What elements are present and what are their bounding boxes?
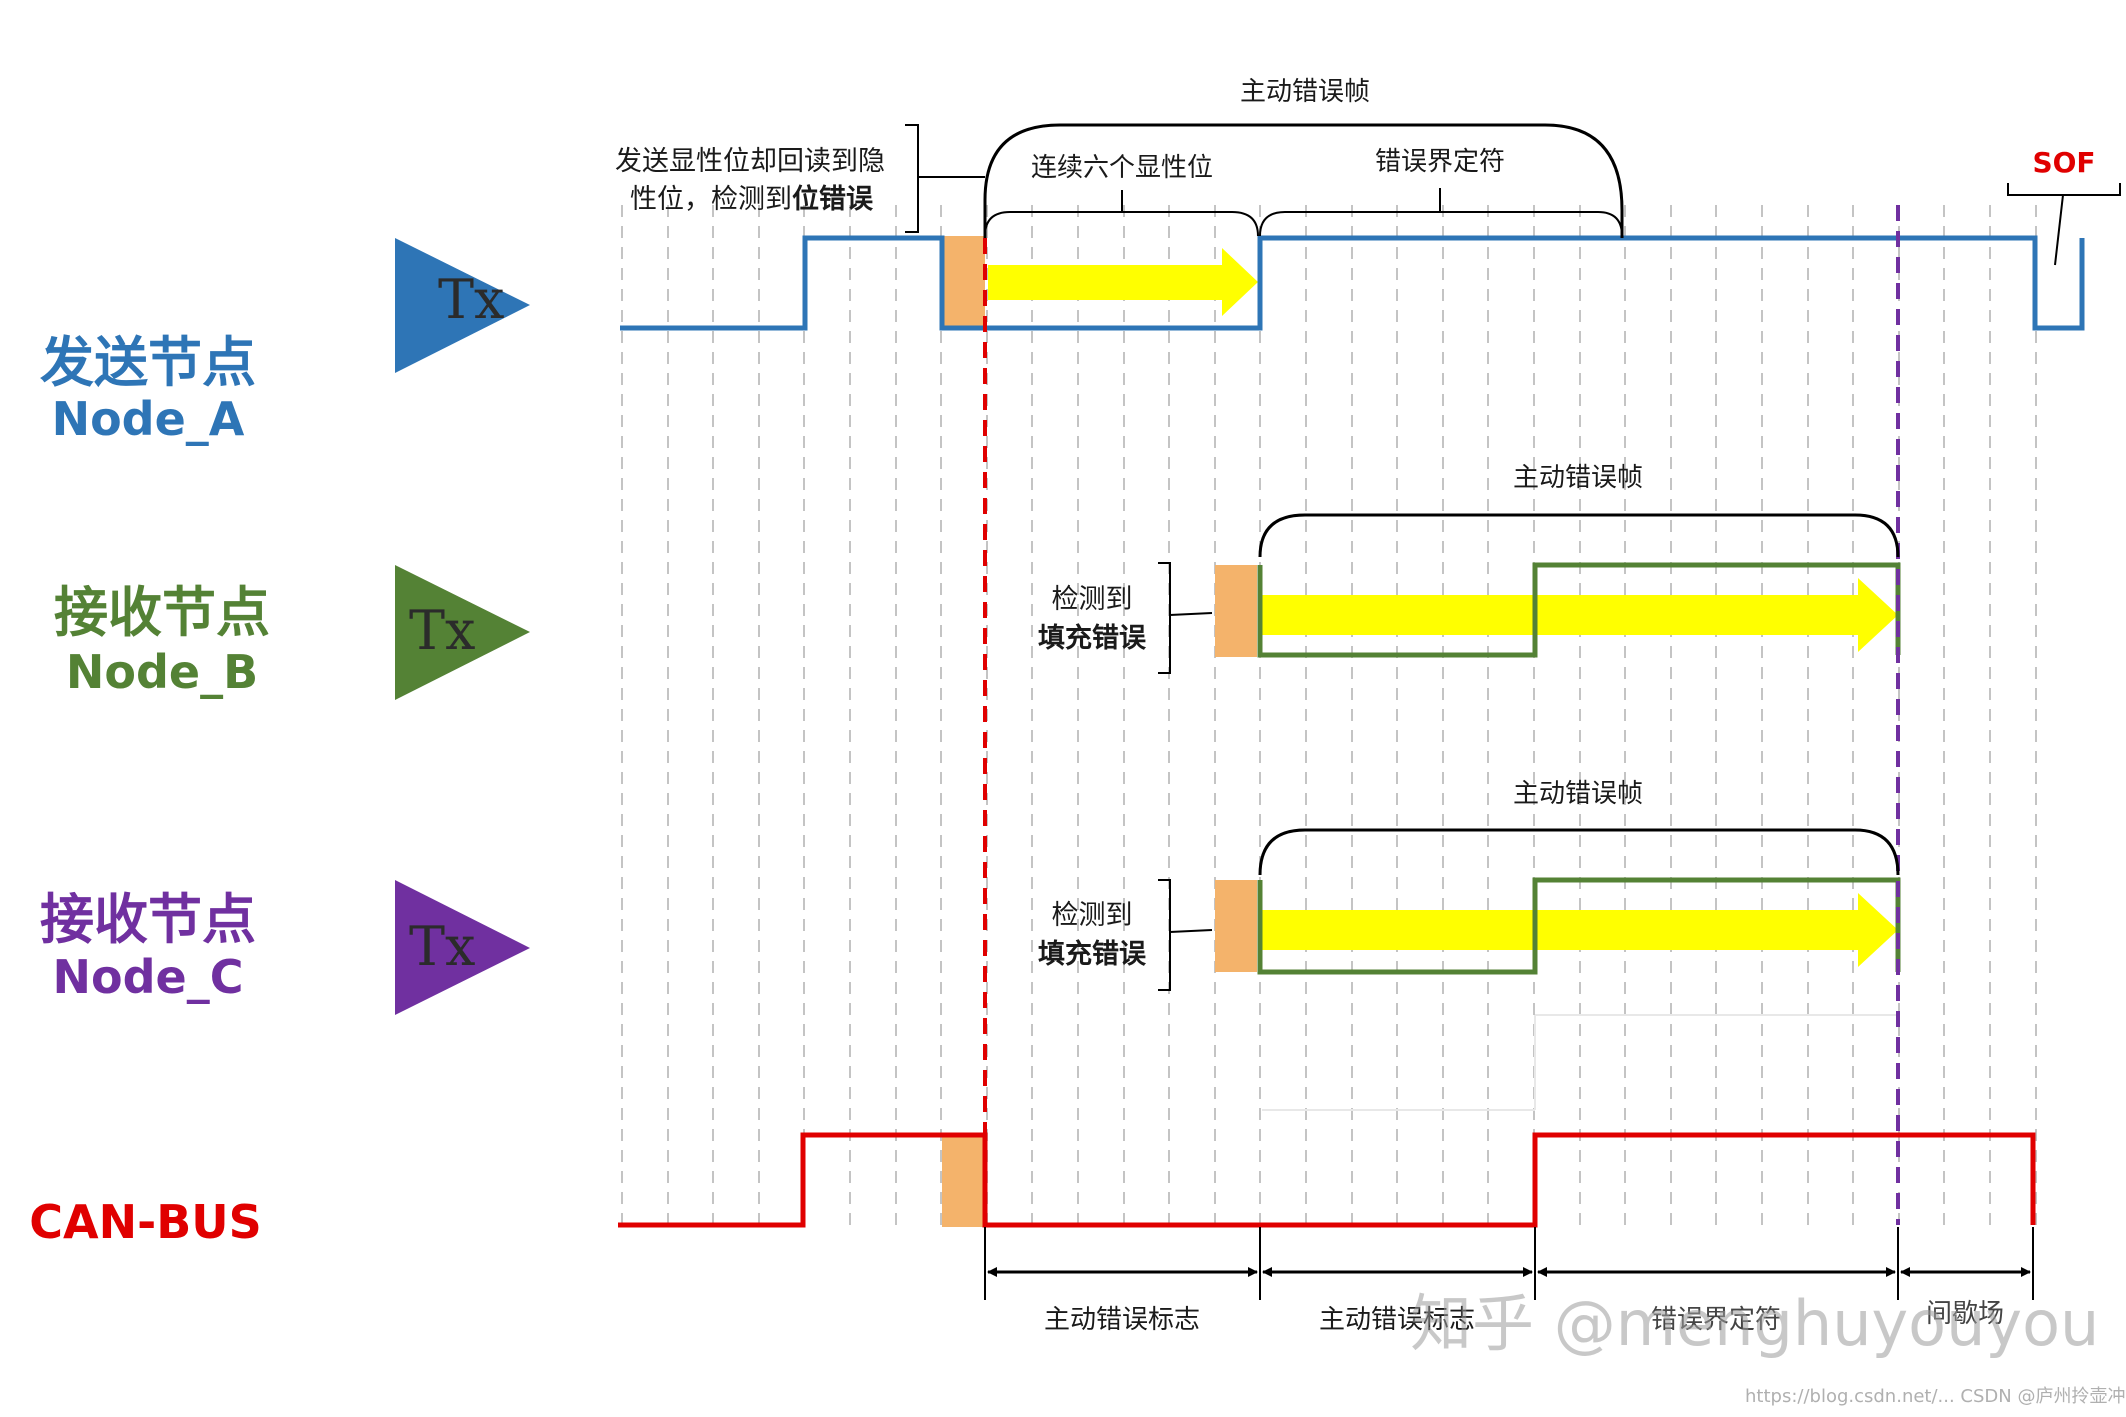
- six-dominant-bits-label: 连续六个显性位: [1031, 153, 1213, 183]
- bus-error-marker: [942, 1135, 985, 1227]
- bit-error-text-line1: 发送显性位却回读到隐: [615, 146, 885, 177]
- node-c-cn-label: 接收节点: [40, 888, 256, 951]
- active-error-frame-label-c: 主动错误帧: [1513, 779, 1643, 809]
- stuff-error-label-b-line2: 填充错误: [1038, 622, 1147, 654]
- six-dominant-arrow-a: [988, 248, 1258, 316]
- svg-text:Tx: Tx: [409, 599, 475, 662]
- stuff-error-label-b-line1: 检测到: [1052, 584, 1133, 615]
- svg-text:Tx: Tx: [409, 915, 475, 978]
- can-bus-label: CAN-BUS: [29, 1195, 262, 1249]
- stuff-error-marker-b: [1215, 565, 1257, 657]
- error-frame-arrow-b: [1260, 578, 1898, 652]
- bit-error-text-line2: 性位，检测到位错误: [630, 183, 874, 215]
- node-a-en-label: Node_A: [51, 392, 245, 446]
- stuff-error-marker-c: [1215, 880, 1257, 972]
- bus-segment-label-2: 主动错误标志: [1319, 1305, 1475, 1335]
- node-a-signal: [620, 235, 2085, 331]
- watermark: 知乎 @menghuyouyou: [1410, 1287, 2099, 1360]
- can-bus-signal: [618, 1132, 2036, 1228]
- node-b-en-label: Node_B: [65, 645, 259, 699]
- node-a-cn-label: 发送节点: [40, 331, 256, 394]
- tx-triangle-node-c: Tx: [395, 880, 530, 1015]
- sof-bracket: [2007, 183, 2121, 266]
- stuff-error-bracket-c: [1158, 879, 1213, 991]
- active-error-frame-brace-c: [1258, 828, 1900, 876]
- sof-label: SOF: [2032, 146, 2095, 179]
- active-error-frame-label-b: 主动错误帧: [1513, 463, 1643, 493]
- active-error-frame-brace-a: [983, 123, 1624, 238]
- bit-grid: [621, 205, 2037, 1228]
- tx-triangle-node-a: Tx: [395, 238, 530, 373]
- node-b-cn-label: 接收节点: [54, 581, 270, 644]
- active-error-frame-brace-b: [1258, 513, 1900, 558]
- bus-segment-label-4: 间歇场: [1926, 1299, 2004, 1329]
- svg-text:Tx: Tx: [438, 268, 504, 331]
- tx-triangle-node-b: Tx: [395, 565, 530, 700]
- footer-credit: https://blog.csdn.net/... CSDN @庐州拎壶冲: [1745, 1386, 2125, 1407]
- active-error-frame-label-a: 主动错误帧: [1240, 77, 1370, 107]
- error-frame-arrow-c: [1260, 893, 1898, 967]
- bus-segment-ticks: [984, 1227, 2034, 1300]
- six-dominant-bits-brace: [984, 190, 1259, 237]
- bit-error-bracket: [905, 124, 985, 233]
- error-delimiter-label: 错误界定符: [1375, 147, 1505, 177]
- bus-segment-label-1: 主动错误标志: [1044, 1305, 1200, 1335]
- error-delimiter-brace: [1259, 188, 1623, 237]
- stuff-error-label-c-line1: 检测到: [1052, 900, 1133, 931]
- stuff-error-label-c-line2: 填充错误: [1038, 938, 1147, 970]
- stuff-error-bracket-b: [1158, 562, 1213, 674]
- bus-segment-label-3: 错误界定符: [1651, 1305, 1781, 1335]
- bit-error-marker-a: [942, 236, 985, 328]
- node-c-en-label: Node_C: [52, 950, 244, 1004]
